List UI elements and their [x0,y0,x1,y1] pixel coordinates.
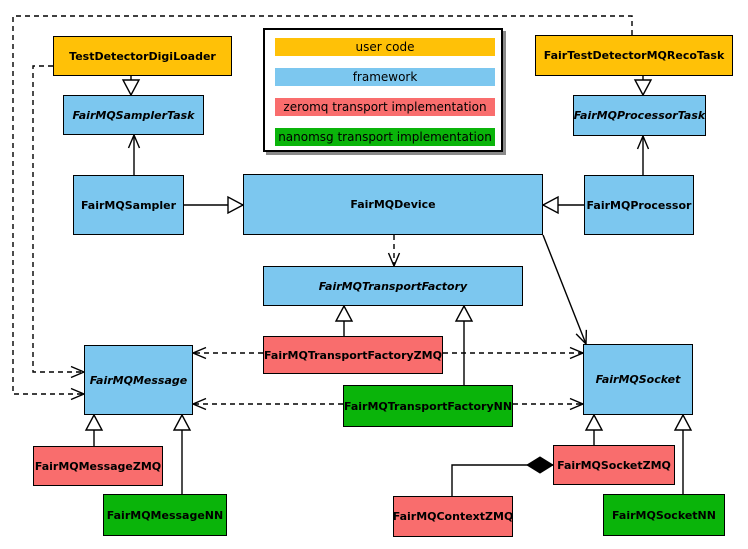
edge-triangle-FairMQMessageZMQ-to-FairMQMessage [84,413,104,446]
class-box-FairMQProcessorTask: FairMQProcessorTask [573,95,706,136]
class-label-FairMQDevice: FairMQDevice [350,198,436,211]
edge-diamond-FairMQContextZMQ-to-FairMQSocketZMQ [451,456,554,496]
edge-vee-FairMQProcessor-to-FairMQProcessorTask [636,134,650,175]
inheritance-arrow-icon [541,195,559,215]
class-label-FairMQProcessor: FairMQProcessor [586,198,692,212]
class-label-FairMQSampler: FairMQSampler [80,198,177,212]
edge-triangle-FairMQSocketZMQ-to-FairMQSocket [584,413,604,445]
class-label-FairTestDetectorMQRecoTask: FairTestDetectorMQRecoTask [543,49,725,62]
edge-triangle-FairMQProcessor-to-FairMQDevice [541,195,584,215]
open-arrow-icon [191,397,207,411]
open-arrow-icon [636,134,650,150]
inheritance-arrow-icon [84,413,104,431]
class-label-TestDetectorDigiLoader: TestDetectorDigiLoader [69,49,216,63]
edge-triangle-FairMQSampler-to-FairMQDevice [184,195,245,215]
edge-triangle-FairMQSocketNN-to-FairMQSocket [673,413,693,494]
class-box-FairMQMessage: FairMQMessage [84,345,193,415]
class-box-FairMQMessageNN: FairMQMessageNN [103,494,227,536]
class-box-FairMQSocket: FairMQSocket [583,344,693,415]
class-label-FairMQTransportFactoryNN: FairMQTransportFactoryNN [343,399,513,413]
class-box-FairMQDevice: FairMQDevice [243,174,543,235]
class-label-FairMQSamplerTask: FairMQSamplerTask [72,108,195,122]
class-box-FairMQTransportFactoryZMQ: FairMQTransportFactoryZMQ [263,336,443,374]
class-box-FairMQMessageZMQ: FairMQMessageZMQ [33,446,163,486]
open-arrow-icon [127,133,141,149]
class-box-TestDetectorDigiLoader: TestDetectorDigiLoader [53,36,232,76]
edge-vee-FairMQTransportFactoryZMQ-to-FairMQMessage [191,346,263,360]
legend: user code framework zeromq transport imple… [263,28,503,152]
inheritance-arrow-icon [454,304,474,322]
class-box-FairMQProcessor: FairMQProcessor [584,175,694,235]
inheritance-arrow-icon [334,304,354,322]
edge-triangle-FairTestDetectorMQRecoTask-to-FairMQProcessorTask [633,76,653,97]
class-box-FairMQSocketNN: FairMQSocketNN [603,494,725,536]
edge-triangle-TestDetectorDigiLoader-to-FairMQSamplerTask [121,76,141,97]
class-box-FairTestDetectorMQRecoTask: FairTestDetectorMQRecoTask [535,35,733,76]
class-label-FairMQSocketNN: FairMQSocketNN [612,508,716,522]
class-label-FairMQTransportFactory: FairMQTransportFactory [318,279,468,293]
class-label-FairMQContextZMQ: FairMQContextZMQ [392,510,514,523]
class-label-FairMQTransportFactoryZMQ: FairMQTransportFactoryZMQ [264,348,442,362]
edge-triangle-FairMQTransportFactoryNN-to-FairMQTransportFactory [454,304,474,385]
class-box-FairMQTransportFactory: FairMQTransportFactory [263,266,523,306]
class-label-FairMQMessageNN: FairMQMessageNN [106,508,224,522]
legend-item-nanomsg: nanomsg transport implementation [275,128,495,146]
class-box-FairMQSampler: FairMQSampler [73,175,184,235]
edge-vee-FairMQDevice-to-FairMQSocket [542,234,588,346]
edge-vee-FairMQTransportFactoryNN-to-FairMQSocket [513,397,585,411]
legend-item-zeromq: zeromq transport implementation [275,98,495,116]
class-label-FairMQProcessorTask: FairMQProcessorTask [573,109,706,122]
class-label-FairMQMessageZMQ: FairMQMessageZMQ [34,459,162,473]
inheritance-arrow-icon [121,79,141,97]
class-label-FairMQSocketZMQ: FairMQSocketZMQ [557,458,671,472]
class-label-FairMQMessage: FairMQMessage [89,373,188,387]
class-box-FairMQSocketZMQ: FairMQSocketZMQ [553,445,675,485]
inheritance-arrow-icon [673,413,693,431]
legend-item-framework: framework [275,68,495,86]
inheritance-arrow-icon [172,413,192,431]
inheritance-arrow-icon [227,195,245,215]
class-box-FairMQTransportFactoryNN: FairMQTransportFactoryNN [343,385,513,427]
open-arrow-icon [191,346,207,360]
edge-triangle-FairMQMessageNN-to-FairMQMessage [172,413,192,494]
inheritance-arrow-icon [584,413,604,431]
edge-triangle-FairMQTransportFactoryZMQ-to-FairMQTransportFactory [334,304,354,336]
class-label-FairMQSocket: FairMQSocket [595,373,681,386]
inheritance-arrow-icon [633,79,653,97]
edge-vee-FairMQDevice-to-FairMQTransportFactory [387,235,401,268]
composition-diamond-icon [526,456,554,474]
legend-item-user_code: user code [275,38,495,56]
class-box-FairMQContextZMQ: FairMQContextZMQ [393,496,513,537]
class-box-FairMQSamplerTask: FairMQSamplerTask [63,95,204,135]
edge-vee-FairMQTransportFactoryNN-to-FairMQMessage [191,397,343,411]
edge-vee-FairMQSampler-to-FairMQSamplerTask [127,133,141,175]
